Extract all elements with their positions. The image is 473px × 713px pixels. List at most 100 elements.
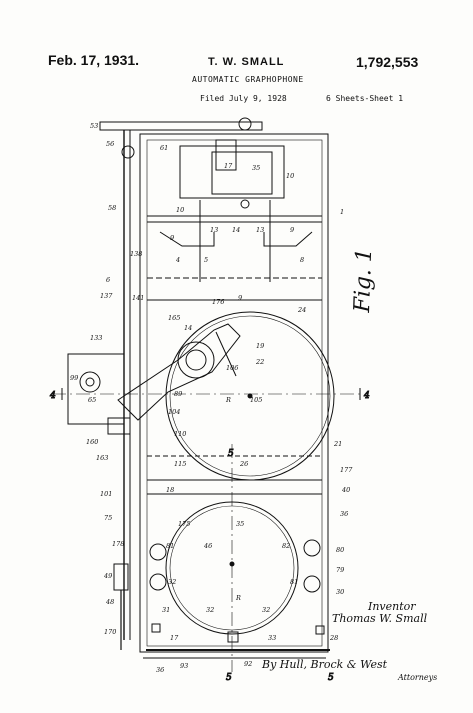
- roller-2: [149, 573, 167, 591]
- inventor-name: T. W. SMALL: [208, 56, 285, 68]
- svg-text:104: 104: [168, 408, 180, 416]
- tone-arm: [117, 323, 241, 421]
- section-mark-corner-5: 5: [328, 673, 334, 683]
- upper-turntable-inner: [169, 315, 331, 477]
- svg-text:33: 33: [268, 634, 276, 642]
- svg-text:21: 21: [333, 440, 342, 448]
- figure-label: Fig. 1: [350, 247, 378, 313]
- svg-text:32: 32: [168, 578, 176, 586]
- section-mark-left-4: 4: [49, 391, 56, 401]
- svg-text:18: 18: [166, 486, 174, 494]
- svg-text:110: 110: [174, 430, 186, 438]
- patent-number: 1,792,553: [356, 54, 419, 70]
- svg-text:5: 5: [204, 256, 208, 264]
- foot-3: [227, 631, 239, 643]
- svg-text:106: 106: [226, 364, 238, 372]
- svg-text:79: 79: [336, 566, 344, 574]
- svg-text:141: 141: [132, 294, 144, 302]
- patent-date: Feb. 17, 1931.: [48, 52, 140, 68]
- filed-date: Filed July 9, 1928: [200, 94, 287, 103]
- svg-text:35: 35: [236, 520, 244, 528]
- inventor-signature: Thomas W. Small: [332, 612, 428, 625]
- svg-text:4: 4: [175, 256, 180, 264]
- svg-text:9: 9: [170, 234, 174, 242]
- gear-block: [107, 417, 131, 435]
- svg-text:32: 32: [262, 606, 270, 614]
- section-mark-right-4: 4: [363, 391, 370, 401]
- roller-3: [303, 539, 321, 557]
- svg-text:46: 46: [203, 542, 212, 550]
- svg-text:61: 61: [160, 144, 168, 152]
- cabinet-frame: [139, 133, 329, 653]
- left-pulley: [121, 145, 135, 159]
- svg-text:170: 170: [104, 628, 116, 636]
- foot-1: [151, 623, 161, 633]
- svg-text:99: 99: [70, 374, 78, 382]
- foot-2: [315, 625, 325, 635]
- svg-text:53: 53: [90, 122, 98, 130]
- top-pivot: [238, 117, 252, 131]
- svg-text:35: 35: [252, 164, 260, 172]
- magazine-box: [211, 151, 273, 195]
- inventor-label: Inventor: [368, 600, 416, 613]
- svg-text:58: 58: [108, 204, 116, 212]
- section-mark-top-5: 5: [228, 449, 234, 459]
- svg-text:28: 28: [329, 634, 338, 642]
- section-arrows-4: [61, 388, 361, 400]
- motor-pulley: [79, 371, 101, 393]
- svg-text:165: 165: [168, 314, 180, 322]
- svg-text:17: 17: [170, 634, 179, 642]
- patent-title: AUTOMATIC GRAPHOPHONE: [192, 75, 304, 84]
- svg-text:31: 31: [162, 606, 170, 614]
- motor-housing: [67, 353, 125, 425]
- svg-text:105: 105: [250, 396, 262, 404]
- svg-text:19: 19: [256, 342, 264, 350]
- svg-text:1: 1: [340, 208, 344, 216]
- magazine-latch: [215, 139, 237, 171]
- svg-text:14: 14: [184, 324, 192, 332]
- svg-text:9: 9: [238, 294, 242, 302]
- svg-text:65: 65: [88, 396, 96, 404]
- sound-box: [177, 341, 215, 379]
- svg-text:92: 92: [244, 660, 252, 668]
- svg-text:82: 82: [282, 542, 290, 550]
- svg-text:115: 115: [174, 460, 186, 468]
- svg-text:49: 49: [103, 572, 112, 580]
- svg-text:14: 14: [232, 226, 240, 234]
- svg-text:10: 10: [176, 206, 184, 214]
- sound-box-inner: [185, 349, 207, 371]
- svg-text:48: 48: [105, 598, 114, 606]
- motor-hub: [85, 377, 95, 387]
- top-arm: [99, 121, 263, 131]
- svg-text:56: 56: [106, 140, 114, 148]
- svg-text:75: 75: [104, 514, 112, 522]
- svg-text:13: 13: [256, 226, 264, 234]
- magazine-pin: [240, 199, 250, 209]
- svg-text:10: 10: [286, 172, 294, 180]
- sheet-number: 6 Sheets-Sheet 1: [326, 94, 404, 103]
- record-guides: [159, 231, 313, 247]
- svg-text:89: 89: [174, 390, 182, 398]
- svg-text:93: 93: [180, 662, 188, 670]
- svg-text:138: 138: [130, 250, 142, 258]
- svg-text:17: 17: [224, 162, 233, 170]
- svg-text:32: 32: [206, 606, 214, 614]
- svg-text:30: 30: [336, 588, 344, 596]
- svg-text:22: 22: [255, 358, 264, 366]
- reference-numerals: 53 56 61 17 35 10 58 10 13 14 13 9 1 9 4…: [70, 122, 353, 674]
- svg-text:163: 163: [96, 454, 108, 462]
- svg-text:R: R: [235, 594, 241, 602]
- svg-text:160: 160: [86, 438, 98, 446]
- svg-text:137: 137: [100, 292, 113, 300]
- attorneys-signature: By Hull, Brock & West: [262, 658, 388, 671]
- crank-block: [113, 563, 129, 591]
- svg-text:R: R: [225, 396, 231, 404]
- svg-text:26: 26: [239, 460, 248, 468]
- roller-4: [303, 575, 321, 593]
- svg-text:176: 176: [212, 298, 224, 306]
- svg-text:36: 36: [340, 510, 348, 518]
- svg-text:13: 13: [210, 226, 218, 234]
- svg-text:101: 101: [100, 490, 112, 498]
- svg-text:81: 81: [166, 542, 174, 550]
